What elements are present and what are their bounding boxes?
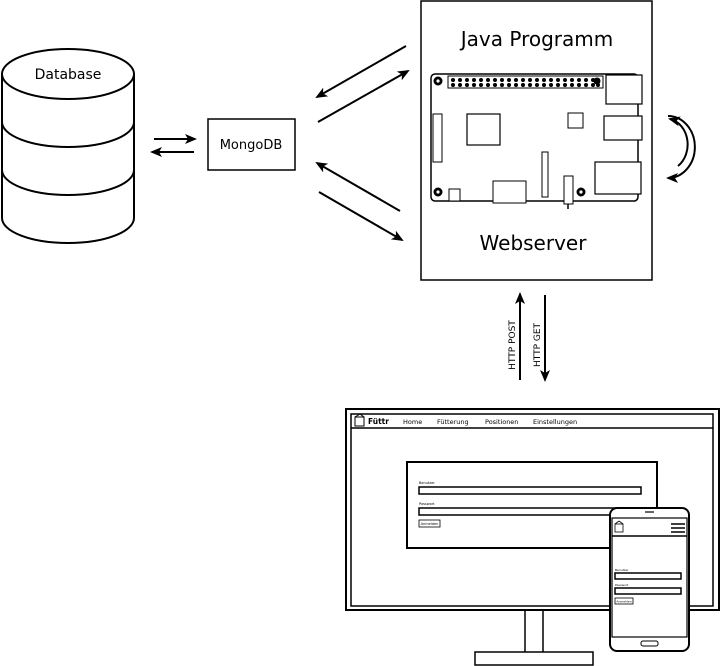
fuettr-logo-icon (354, 413, 365, 427)
http-post-label: HTTP POST (508, 320, 518, 370)
phone-login-button[interactable] (614, 597, 634, 605)
arrow-mongo-to-java (317, 70, 410, 123)
webserver-label: Webserver (480, 231, 588, 255)
phone-field-1-input[interactable] (614, 572, 682, 580)
phone-login-button-label: Anmelden (616, 600, 631, 604)
desktop-login-button[interactable] (418, 519, 441, 528)
phone-menu-icon[interactable] (671, 523, 685, 533)
mongodb-box (207, 118, 296, 171)
raspberry-pi-board-icon (430, 73, 643, 209)
desktop-field-2-input[interactable] (418, 507, 642, 516)
desktop-field-2-label: Passwort (419, 502, 435, 506)
loop-arrow-upper (668, 116, 689, 167)
desktop-field-1-input[interactable] (418, 486, 642, 495)
phone-field-2-input[interactable] (614, 587, 682, 595)
desktop-field-1-label: Benutzer (419, 481, 435, 485)
phone-logo-icon (614, 520, 624, 533)
smartphone (609, 507, 690, 652)
webapp-nav-fuetterung[interactable]: Fütterung (437, 418, 469, 426)
database-label: Database (35, 67, 102, 83)
webapp-nav-einstellungen[interactable]: Einstellungen (533, 418, 577, 426)
phone-field-1-label: Benutzer (615, 568, 629, 572)
java-program-label: Java Programm (459, 27, 613, 51)
mongodb-label: MongoDB (220, 138, 283, 153)
arrow-webserver-to-mongo (315, 161, 401, 212)
webapp-brand: Füttr (368, 417, 389, 426)
phone-field-2-label: Passwort (615, 583, 629, 587)
webapp-nav-home[interactable]: Home (403, 418, 422, 426)
http-get-label: HTTP GET (533, 322, 543, 367)
database-cylinder (1, 48, 135, 244)
desktop-login-button-label: Anmelden (421, 522, 439, 526)
arrow-mongo-to-webserver (318, 191, 404, 242)
webapp-nav-positionen[interactable]: Positionen (485, 418, 518, 426)
arrow-java-to-mongo (315, 45, 407, 98)
